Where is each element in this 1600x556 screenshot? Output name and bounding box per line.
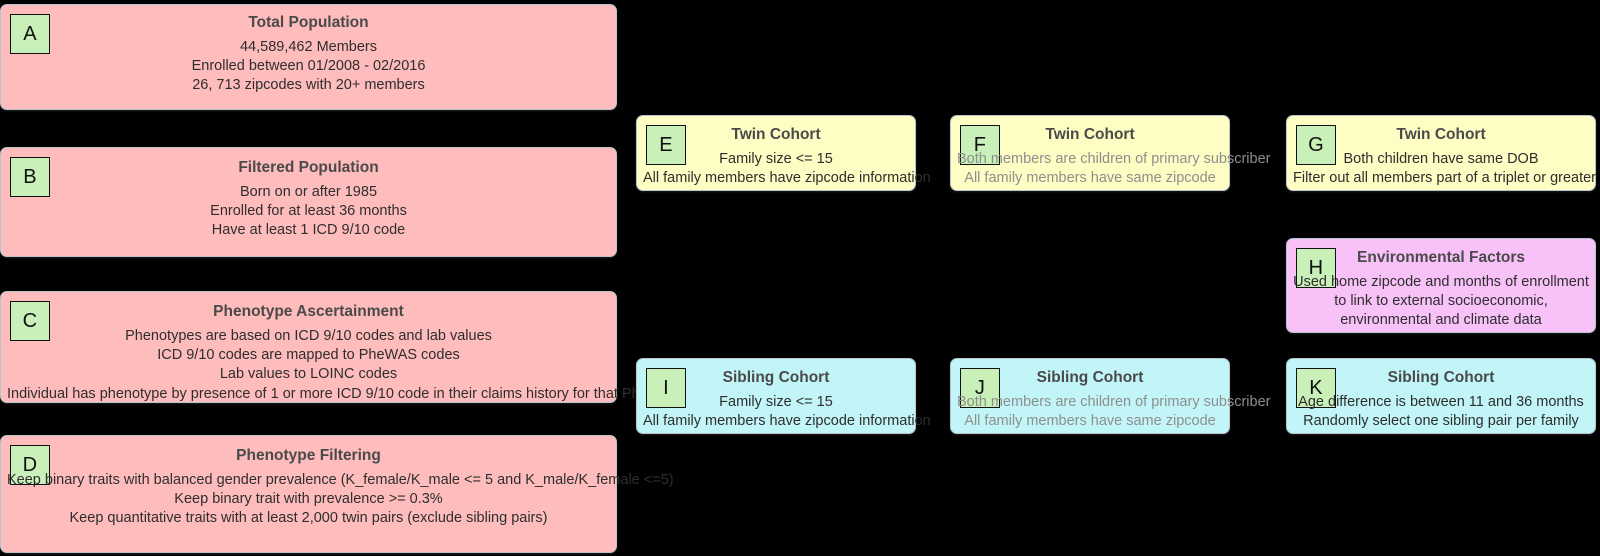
card-body-j: Sibling Cohort Both members are children… — [951, 369, 1271, 432]
flow-card-e[interactable]: E Twin Cohort Family size <= 15 All famil… — [636, 115, 931, 191]
card-line: Both children have same DOB — [1343, 150, 1539, 167]
card-line: Phenotypes are based on ICD 9/10 codes a… — [125, 327, 492, 344]
card-lines-j: Both members are children of primary sub… — [957, 393, 1271, 432]
card-line: Family size <= 15 — [719, 150, 833, 167]
card-title-e: Twin Cohort — [731, 126, 821, 143]
card-title-j: Sibling Cohort — [1036, 369, 1144, 386]
card-line: Have at least 1 ICD 9/10 code — [211, 222, 406, 239]
card-badge-d: D — [10, 445, 50, 485]
card-body-k: Sibling Cohort Age difference is between… — [1287, 369, 1595, 431]
card-lines-c: Phenotypes are based on ICD 9/10 codes a… — [7, 327, 716, 404]
card-line: Randomly select one sibling pair per fam… — [1303, 413, 1579, 430]
card-badge-f: F — [960, 125, 1000, 165]
card-line: Born on or after 1985 — [239, 183, 378, 200]
card-body-i: Sibling Cohort Family size <= 15 All fami… — [637, 369, 931, 432]
card-title-f: Twin Cohort — [1045, 126, 1135, 143]
card-badge-g: G — [1296, 125, 1336, 165]
flow-card-f[interactable]: F Twin Cohort Both members are children … — [950, 115, 1271, 191]
card-line: Used home zipcode and months of enrollme… — [1293, 273, 1589, 329]
card-line: 26, 713 zipcodes with 20+ members — [192, 77, 425, 94]
card-line: Both members are children of primary sub… — [957, 150, 1271, 167]
card-lines-e: Family size <= 15 All family members have… — [643, 150, 931, 189]
card-line: Keep binary traits with balanced gender … — [7, 471, 674, 488]
card-body-e: Twin Cohort Family size <= 15 All family … — [637, 126, 931, 189]
card-line: Both members are children of primary sub… — [957, 393, 1271, 410]
card-body-d: Phenotype Filtering Keep binary traits w… — [1, 447, 674, 529]
flow-card-h[interactable]: H Environmental Factors Used home zipcod… — [1286, 238, 1596, 333]
card-line: Enrolled for at least 36 months — [210, 203, 407, 220]
card-line: Age difference is between 11 and 36 mont… — [1298, 393, 1584, 410]
card-title-g: Twin Cohort — [1396, 126, 1486, 143]
card-lines-d: Keep binary traits with balanced gender … — [7, 471, 674, 529]
card-badge-c: C — [10, 301, 50, 341]
card-line: ICD 9/10 codes are mapped to PheWAS code… — [157, 347, 460, 364]
card-badge-k: K — [1296, 368, 1336, 408]
card-lines-i: Family size <= 15 All family members have… — [643, 393, 931, 432]
flow-card-j[interactable]: J Sibling Cohort Both members are childr… — [950, 358, 1271, 434]
card-title-i: Sibling Cohort — [722, 369, 830, 386]
card-title-k: Sibling Cohort — [1387, 369, 1495, 386]
card-body-f: Twin Cohort Both members are children of… — [951, 126, 1271, 189]
card-lines-g: Both children have same DOB Filter out al… — [1293, 150, 1597, 189]
card-body-c: Phenotype Ascertainment Phenotypes are b… — [1, 303, 716, 404]
card-title-a: Total Population — [248, 14, 369, 31]
card-lines-f: Both members are children of primary sub… — [957, 150, 1271, 189]
card-lines-k: Age difference is between 11 and 36 mont… — [1293, 393, 1589, 432]
card-body-b: Filtered Population Born on or after 198… — [1, 159, 616, 241]
card-badge-a: A — [10, 14, 50, 54]
card-line: Family size <= 15 — [719, 393, 833, 410]
card-body-g: Twin Cohort Both children have same DOB F… — [1287, 126, 1597, 189]
card-line: 44,589,462 Members — [239, 38, 378, 55]
card-line: All family members have same zipcode — [964, 413, 1216, 430]
card-line: Enrolled between 01/2008 - 02/2016 — [191, 58, 426, 75]
card-title-c: Phenotype Ascertainment — [213, 303, 404, 320]
card-line: Lab values to LOINC codes — [219, 366, 398, 383]
flow-card-k[interactable]: K Sibling Cohort Age difference is betwe… — [1286, 358, 1596, 434]
flow-card-c[interactable]: C Phenotype Ascertainment Phenotypes are… — [0, 291, 716, 404]
card-badge-b: B — [10, 157, 50, 197]
flow-card-i[interactable]: I Sibling Cohort Family size <= 15 All fa… — [636, 358, 931, 434]
card-line: All family members have zipcode informat… — [643, 413, 931, 430]
card-badge-e: E — [646, 125, 686, 165]
card-line: Keep quantitative traits with at least 2… — [69, 510, 548, 527]
card-line: Individual has phenotype by presence of … — [7, 385, 716, 402]
card-line: Filter out all members part of a triplet… — [1293, 170, 1597, 187]
card-title-d: Phenotype Filtering — [236, 447, 381, 464]
card-badge-j: J — [960, 368, 1000, 408]
card-line: All family members have same zipcode — [964, 170, 1216, 187]
card-title-h: Environmental Factors — [1357, 249, 1525, 266]
card-line: Keep binary trait with prevalence >= 0.3… — [174, 491, 443, 508]
flow-card-b[interactable]: B Filtered Population Born on or after 1… — [0, 147, 617, 257]
card-line: All family members have zipcode informat… — [643, 170, 931, 187]
card-badge-h: H — [1296, 248, 1336, 288]
card-title-b: Filtered Population — [238, 159, 379, 176]
card-badge-i: I — [646, 368, 686, 408]
card-lines-h: Used home zipcode and months of enrollme… — [1293, 273, 1589, 331]
flow-card-d[interactable]: D Phenotype Filtering Keep binary traits… — [0, 435, 674, 553]
card-body-h: Environmental Factors Used home zipcode … — [1287, 249, 1595, 331]
flow-card-g[interactable]: G Twin Cohort Both children have same DO… — [1286, 115, 1596, 191]
